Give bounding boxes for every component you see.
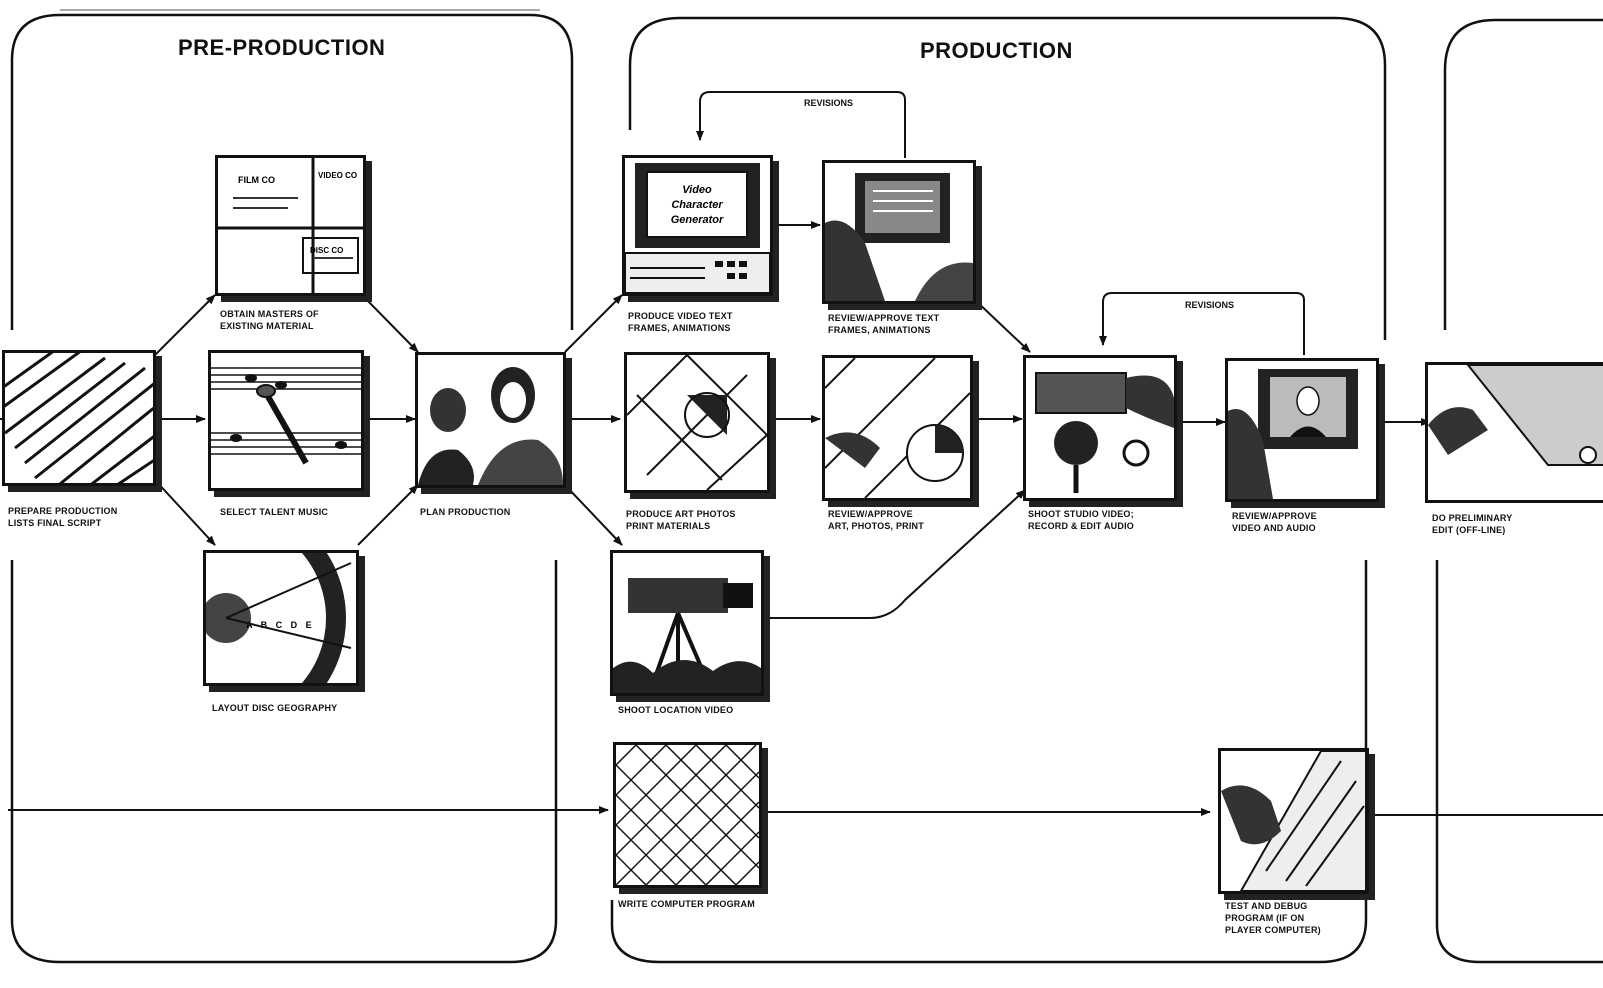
review-monitor-illustration	[825, 163, 973, 301]
post-production-frame-bottom	[1435, 560, 1603, 964]
masters-tile: FILM CO VIDEO CO DISC CO	[215, 155, 366, 296]
studio-tile	[1023, 355, 1177, 501]
post-production-frame	[1443, 18, 1603, 330]
production-title: PRODUCTION	[920, 38, 1073, 63]
layout-disc-caption: LAYOUT DISC GEOGRAPHY	[212, 703, 338, 713]
keyboard-hand-illustration	[1221, 751, 1366, 891]
preliminary-edit-caption: DO PRELIMINARY EDIT (OFF-LINE)	[1432, 513, 1513, 535]
select-talent-caption: SELECT TALENT MUSIC	[220, 507, 329, 517]
shoot-studio-caption: SHOOT STUDIO VIDEO; RECORD & EDIT AUDIO	[1028, 509, 1134, 531]
write-program-caption: WRITE COMPUTER PROGRAM	[618, 899, 755, 909]
test-debug-caption: TEST AND DEBUG PROGRAM (IF ON PLAYER COM…	[1225, 901, 1321, 935]
produce-art-caption: PRODUCE ART PHOTOS PRINT MATERIALS	[626, 509, 736, 531]
disc-co-label: DISC CO	[310, 246, 343, 255]
coding-grid-illustration	[616, 745, 759, 885]
production-frame-bottom	[610, 560, 1368, 964]
debug-tile	[1218, 748, 1369, 894]
obtain-masters-caption: OBTAIN MASTERS OF EXISTING MATERIAL	[220, 309, 319, 331]
plan-production-caption: PLAN PRODUCTION	[420, 507, 511, 517]
disc-tile: A B C D E	[203, 550, 359, 686]
review-video-tile	[1225, 358, 1379, 502]
cg-line-1: Video	[682, 184, 712, 196]
review-text-tile	[822, 160, 976, 304]
people-meeting-illustration	[418, 355, 563, 485]
script-illustration	[5, 353, 153, 483]
edit-tile	[1425, 362, 1603, 503]
review-art-illustration	[825, 358, 970, 498]
music-microphone-illustration	[211, 353, 361, 488]
script-tile	[2, 350, 156, 486]
cg-line-3: Generator	[671, 214, 724, 226]
produce-video-text-caption: PRODUCE VIDEO TEXT FRAMES, ANIMATIONS	[628, 311, 733, 333]
cg-line-2: Character	[671, 199, 723, 211]
drafting-tools-illustration	[627, 355, 767, 490]
editing-deck-illustration	[1428, 365, 1603, 500]
review-art-tile	[822, 355, 973, 501]
art-tile	[624, 352, 770, 493]
video-text-tile: Video Character Generator	[622, 155, 773, 296]
location-tile	[610, 550, 764, 696]
pre-production-frame-bottom	[10, 560, 558, 964]
studio-camera-illustration	[1026, 358, 1174, 498]
program-tile	[613, 742, 762, 888]
pre-production-frame	[10, 13, 574, 330]
character-generator-illustration: Video Character Generator	[625, 158, 770, 293]
disc-illustration: A B C D E	[206, 553, 356, 683]
revisions-label-middle: REVISIONS	[1185, 300, 1235, 310]
revisions-label-top: REVISIONS	[804, 98, 854, 108]
review-text-frames-caption: REVIEW/APPROVE TEXT FRAMES, ANIMATIONS	[828, 313, 940, 335]
video-co-label: VIDEO CO	[318, 171, 357, 180]
pre-production-title: PRE-PRODUCTION	[178, 35, 386, 60]
camera-tripod-illustration	[613, 553, 761, 693]
plan-tile	[415, 352, 566, 488]
review-video-illustration	[1228, 361, 1376, 499]
disc-letters: A B C D E	[246, 620, 315, 630]
production-frame	[628, 16, 1387, 340]
shoot-location-caption: SHOOT LOCATION VIDEO	[618, 705, 734, 715]
film-cans-illustration: FILM CO VIDEO CO DISC CO	[218, 158, 363, 293]
prepare-production-caption: PREPARE PRODUCTION LISTS FINAL SCRIPT	[8, 506, 118, 528]
review-video-audio-caption: REVIEW/APPROVE VIDEO AND AUDIO	[1232, 511, 1317, 533]
review-art-caption: REVIEW/APPROVE ART, PHOTOS, PRINT	[828, 509, 924, 531]
film-co-label: FILM CO	[238, 175, 275, 185]
music-tile	[208, 350, 364, 491]
